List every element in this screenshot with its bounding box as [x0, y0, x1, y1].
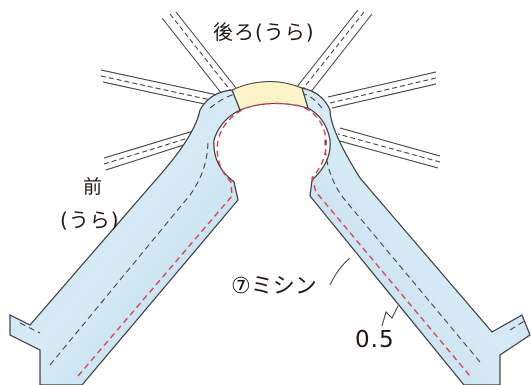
stitch-label: ⑦ミシン	[231, 274, 317, 299]
back-fabric-strips	[100, 9, 441, 171]
back-strip-upper-right	[309, 13, 373, 94]
back-strip-upper-left	[161, 17, 223, 95]
back-strip-right	[327, 71, 437, 98]
seam-allowance-leader	[381, 305, 399, 327]
front-label: 前	[83, 176, 103, 198]
front-facing-left	[9, 89, 241, 385]
inner-dashed-outlines	[19, 93, 527, 366]
back-strip-lower-left	[103, 128, 201, 159]
seam-allowance-label: 0.5	[355, 327, 395, 353]
stitch-line	[77, 102, 471, 377]
back-wrong-side-label: 後ろ(うら)	[213, 20, 315, 44]
front-facing-right	[301, 87, 531, 385]
front-wrong-side-label: (うら)	[60, 208, 120, 232]
back-strip-left	[100, 69, 223, 97]
stitch-leader-line	[329, 257, 351, 286]
back-strip-lower-right	[339, 127, 441, 157]
